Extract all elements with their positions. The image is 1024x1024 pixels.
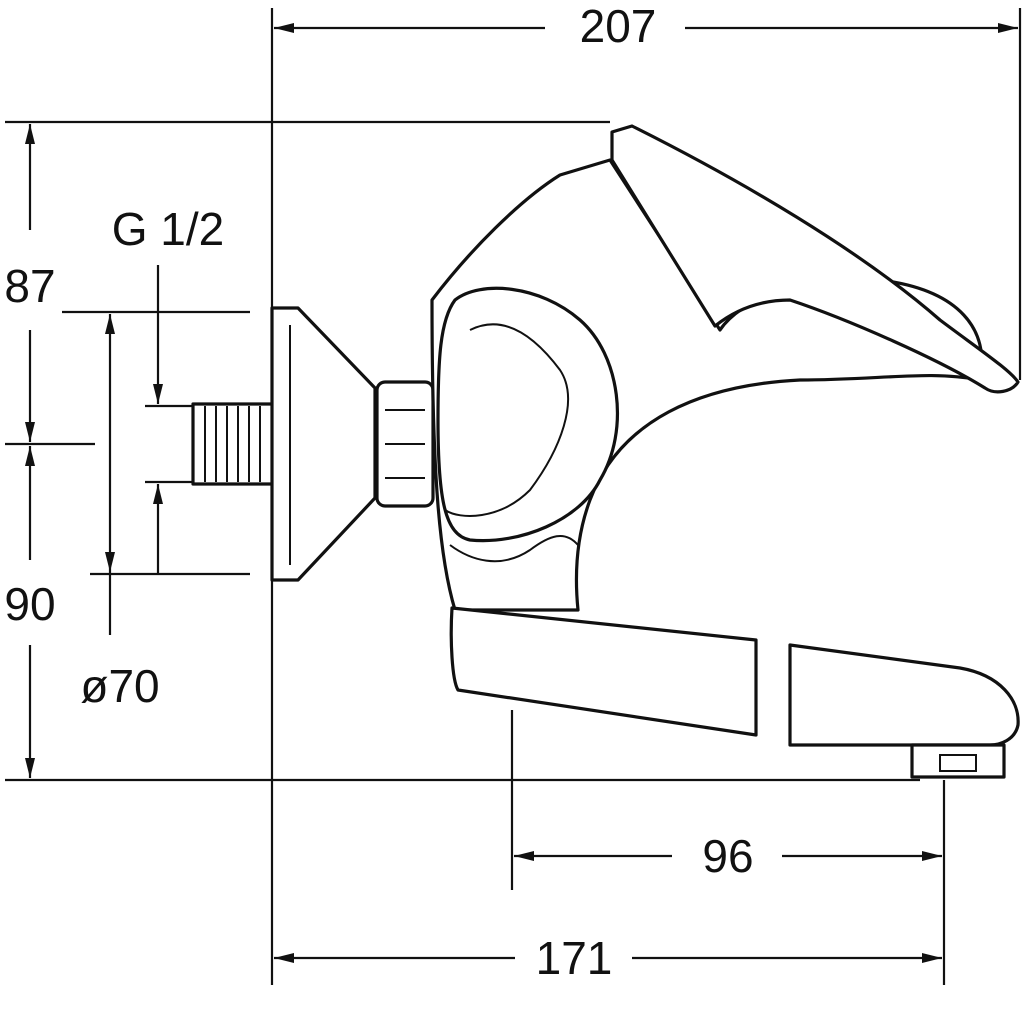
dim-171: 171 — [536, 932, 613, 984]
dim-96: 96 — [702, 830, 753, 882]
dim-diameter-70: ø70 — [80, 660, 159, 712]
dim-90: 90 — [4, 578, 55, 630]
extension-lines — [5, 8, 1022, 985]
thread-lines — [204, 406, 261, 482]
wall-rosette — [270, 306, 377, 582]
lever-handle — [610, 124, 1020, 394]
spout-outer — [788, 643, 1020, 747]
dim-thread: G 1/2 — [112, 203, 225, 255]
dim-207: 207 — [580, 0, 657, 52]
dimension-lines — [25, 23, 1018, 963]
aerator — [910, 743, 1006, 779]
handle-cap — [436, 286, 619, 543]
spout-inner — [449, 606, 758, 737]
tap-body — [191, 124, 1020, 779]
dim-87: 87 — [4, 260, 55, 312]
